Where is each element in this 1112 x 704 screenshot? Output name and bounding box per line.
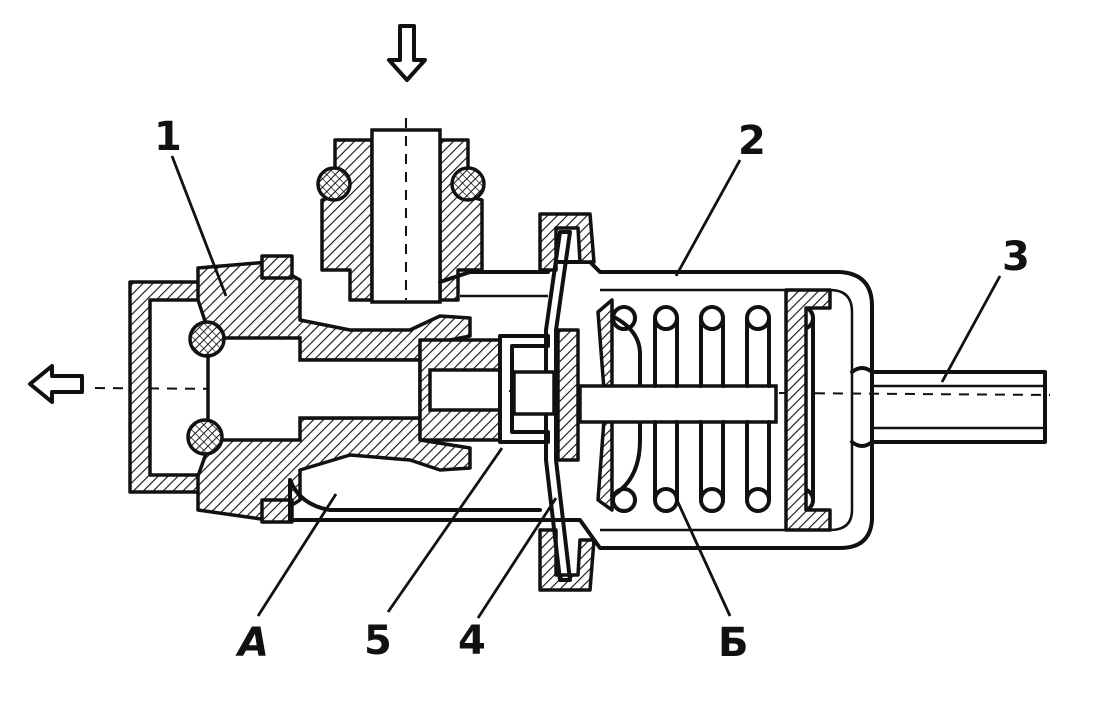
leader-4 xyxy=(476,497,558,619)
left-arrow-icon xyxy=(28,364,84,404)
leader-1 xyxy=(170,155,228,297)
down-arrow-icon xyxy=(387,24,427,82)
inlet-fitting xyxy=(316,118,486,304)
label-part-4: 4 xyxy=(458,618,486,664)
label-part-1: 1 xyxy=(154,114,182,160)
label-part-3: 3 xyxy=(1002,234,1030,280)
housing-body xyxy=(128,254,472,524)
leader-2 xyxy=(674,159,742,277)
label-part-5: 5 xyxy=(364,618,392,664)
label-part-2: 2 xyxy=(738,118,766,164)
leader-3 xyxy=(940,275,1002,383)
leader-5 xyxy=(386,447,504,613)
label-chamber-b: Б xyxy=(718,620,749,666)
label-chamber-a: А xyxy=(235,620,269,666)
vacuum-nozzle xyxy=(850,366,1047,448)
spring xyxy=(611,288,832,532)
valve xyxy=(418,334,556,444)
leader-b xyxy=(674,497,732,617)
leader-a xyxy=(256,493,338,617)
regulator-shell xyxy=(288,260,874,550)
